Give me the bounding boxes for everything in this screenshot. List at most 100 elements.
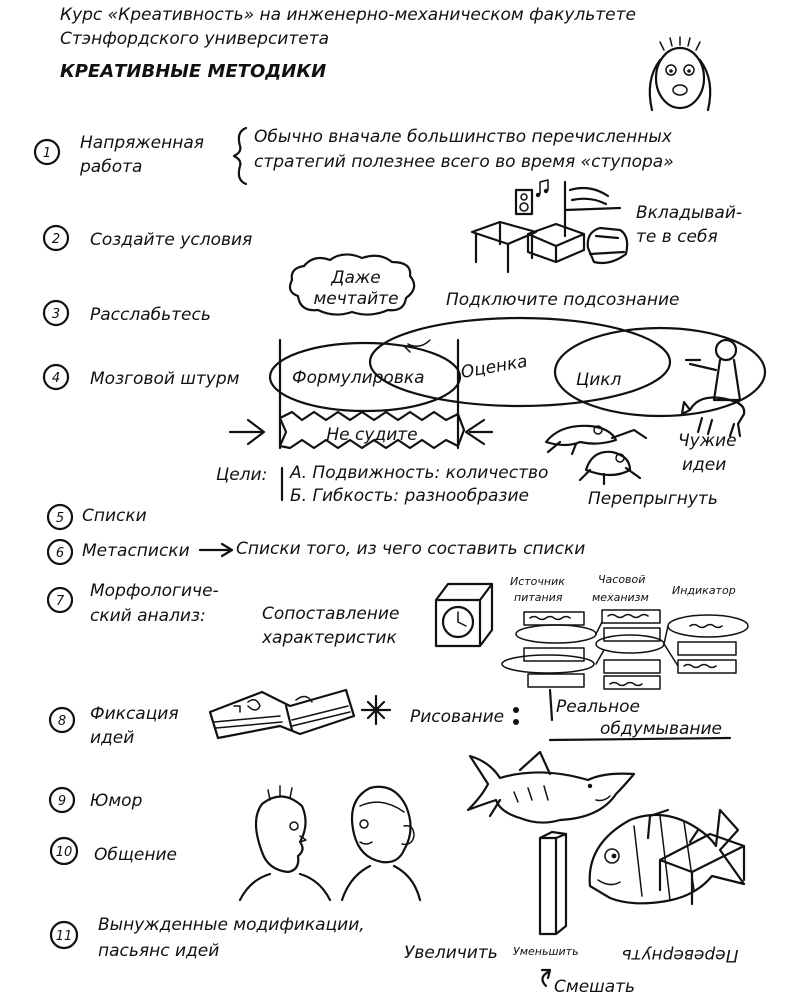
number-circle-7 bbox=[46, 586, 74, 614]
item5-text: Списки bbox=[82, 506, 147, 526]
flip-text: Перевернуть bbox=[622, 945, 739, 965]
compare-line-a: Сопоставление bbox=[262, 604, 399, 624]
number-4: 4 bbox=[52, 371, 60, 386]
number-circle-10 bbox=[49, 836, 79, 866]
arrow-right-icon-2 bbox=[198, 542, 234, 558]
formulate-ellipse bbox=[268, 341, 462, 413]
indicator-label: Индикатор bbox=[672, 584, 736, 597]
invest-line-b: те в себя bbox=[636, 227, 718, 247]
goals-label: Цели: bbox=[216, 465, 267, 485]
note1-line-b: стратегий полезнее всего во время «ступо… bbox=[254, 152, 674, 172]
item1-line-a: Напряженная bbox=[80, 133, 204, 153]
frogs-icon bbox=[544, 424, 648, 486]
reduce-text: Уменьшить bbox=[513, 945, 579, 958]
item1-line-b: работа bbox=[79, 157, 142, 177]
real-line-b: обдумывание bbox=[600, 719, 722, 739]
number-circle-6 bbox=[46, 538, 74, 566]
number-7: 7 bbox=[56, 594, 65, 609]
colon-dot-top bbox=[513, 707, 519, 713]
arrow-left-icon bbox=[464, 418, 494, 446]
page-title: КРЕАТИВНЫЕ МЕТОДИКИ bbox=[60, 61, 326, 82]
item11-line-b: пасьянс идей bbox=[98, 941, 219, 961]
evaluate-ellipse bbox=[368, 316, 672, 408]
number-8: 8 bbox=[58, 714, 66, 729]
shark-icon bbox=[466, 750, 636, 824]
notebook-icon bbox=[208, 688, 356, 740]
item9-text: Юмор bbox=[90, 791, 143, 811]
item7-line-b: ский анализ: bbox=[90, 606, 206, 626]
clock-line-b: механизм bbox=[592, 591, 649, 604]
number-circle-3 bbox=[42, 299, 70, 327]
number-circle-4 bbox=[42, 363, 70, 391]
evaluate-label: Оценка bbox=[459, 352, 529, 383]
item7-line-a: Морфологиче- bbox=[90, 581, 219, 601]
furniture-icon bbox=[470, 179, 629, 274]
no-judge-label: Не судите bbox=[326, 425, 417, 445]
number-3: 3 bbox=[52, 307, 60, 322]
number-circle-11 bbox=[49, 920, 79, 950]
real-underline bbox=[548, 688, 732, 742]
number-5: 5 bbox=[56, 511, 64, 526]
dream-line-a: Даже bbox=[330, 268, 380, 288]
number-9: 9 bbox=[58, 794, 66, 809]
others-line-a: Чужие bbox=[678, 431, 737, 451]
brace bbox=[232, 126, 248, 186]
item4-text: Мозговой штурм bbox=[90, 369, 240, 389]
thinking-person-icon bbox=[648, 36, 712, 112]
item3-text: Расслабьтесь bbox=[90, 305, 211, 325]
item8-line-b: идей bbox=[90, 728, 134, 748]
mix-text: Смешать bbox=[554, 977, 635, 997]
real-line-a: Реальное bbox=[556, 697, 640, 717]
number-11: 11 bbox=[56, 929, 73, 944]
tall-box-icon bbox=[538, 830, 568, 936]
enlarge-text: Увеличить bbox=[404, 943, 498, 963]
cycle-ellipse bbox=[553, 326, 767, 418]
colon-dot-bottom bbox=[513, 719, 519, 725]
plus-icon bbox=[360, 694, 392, 726]
goal-b: Б. Гибкость: разнообразие bbox=[290, 486, 529, 506]
dream-line-b: мечтайте bbox=[313, 289, 398, 309]
number-10: 10 bbox=[56, 845, 73, 860]
number-6: 6 bbox=[56, 546, 64, 561]
item6-note: Списки того, из чего составить списки bbox=[236, 539, 585, 559]
dream-cloud bbox=[288, 253, 416, 316]
item2-text: Создайте условия bbox=[90, 230, 252, 250]
number-2: 2 bbox=[52, 232, 60, 247]
number-circle-9 bbox=[48, 786, 76, 814]
leap-text: Перепрыгнуть bbox=[588, 489, 718, 509]
morphology-matrix bbox=[501, 609, 749, 690]
clock-cube-icon bbox=[434, 582, 494, 648]
item6-text: Метасписки bbox=[82, 541, 190, 561]
man-dog-icon bbox=[680, 338, 746, 438]
note1-line-a: Обычно вначале большинство перечисленных bbox=[254, 127, 673, 147]
clock-line-a: Часовой bbox=[598, 573, 645, 586]
others-line-b: идеи bbox=[682, 455, 726, 475]
header-line1: Курс «Креативность» на инженерно-механич… bbox=[60, 5, 636, 25]
invest-line-a: Вкладывай- bbox=[636, 203, 742, 223]
item10-text: Общение bbox=[94, 845, 177, 865]
number-circle-1 bbox=[33, 138, 61, 166]
item11-line-a: Вынужденные модификации, bbox=[98, 915, 365, 935]
compare-line-b: характеристик bbox=[261, 628, 397, 648]
mix-arrow-icon bbox=[540, 968, 552, 988]
subconscious-text: Подключите подсознание bbox=[446, 290, 679, 310]
arrow-curl bbox=[403, 339, 431, 353]
power-line-b: питания bbox=[514, 591, 563, 604]
header-line2: Стэнфордского университета bbox=[60, 29, 329, 49]
chair-icon bbox=[658, 832, 746, 906]
power-line-a: Источник bbox=[510, 575, 565, 588]
goal-a: А. Подвижность: количество bbox=[289, 463, 548, 483]
cycle-label: Цикл bbox=[576, 370, 622, 390]
number-circle-2 bbox=[42, 224, 70, 252]
item8-line-a: Фиксация bbox=[90, 704, 179, 724]
drawing-text: Рисование bbox=[410, 707, 504, 727]
frame-verticals bbox=[278, 338, 460, 450]
arrow-right-icon bbox=[228, 418, 266, 446]
number-circle-5 bbox=[46, 503, 74, 531]
no-judge-box bbox=[278, 410, 466, 450]
number-circle-8 bbox=[48, 706, 76, 734]
formulate-label: Формулировка bbox=[292, 368, 425, 388]
number-1: 1 bbox=[43, 146, 51, 161]
